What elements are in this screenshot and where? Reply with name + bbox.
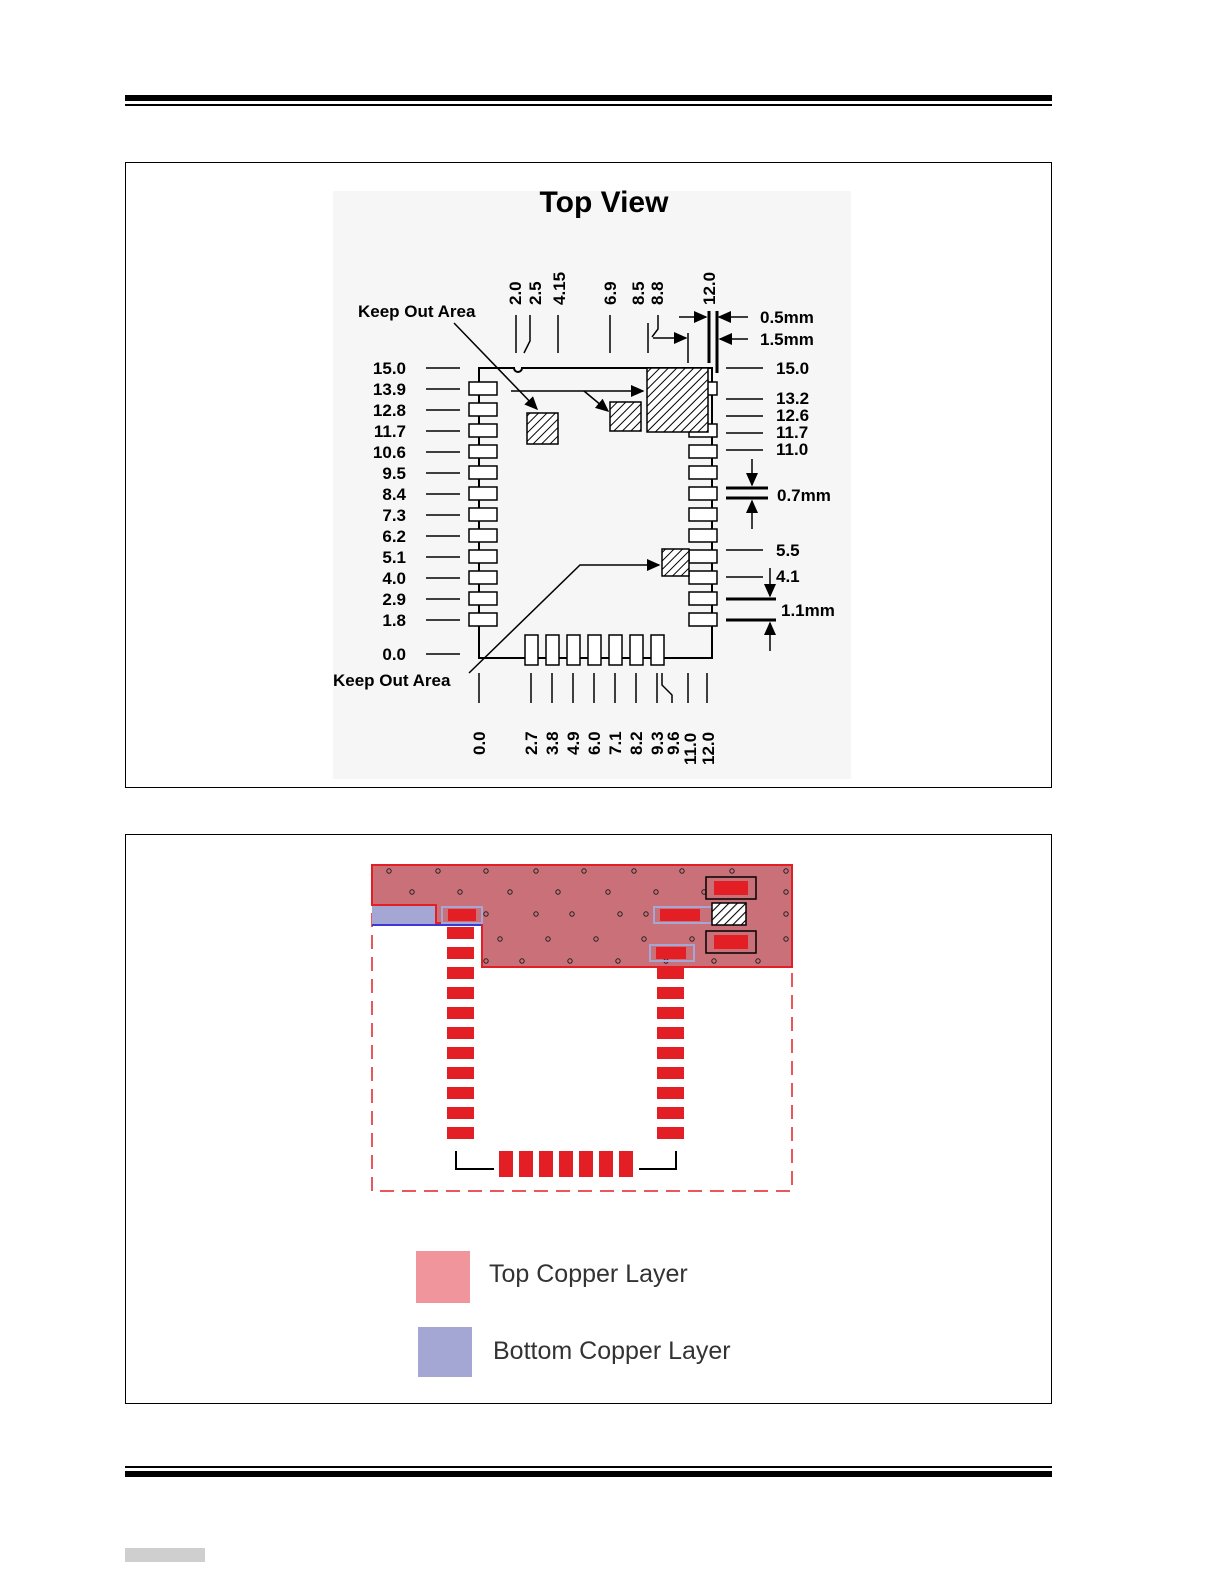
pad [469, 424, 497, 437]
dim-label: 4.0 [382, 569, 406, 588]
top-view-title: Top View [540, 186, 670, 219]
dim-label: 7.3 [382, 506, 406, 525]
dim-label: 0.0 [470, 731, 489, 755]
pad [469, 382, 497, 395]
footer-tab [125, 1548, 205, 1562]
callout-0-5mm: 0.5mm [760, 308, 814, 327]
header-rule-thin [125, 104, 1052, 106]
pad [469, 445, 497, 458]
pad [469, 529, 497, 542]
copper-layout-drawing: Top Copper Layer Bottom Copper Layer [126, 835, 1051, 1403]
dim-label: 5.5 [776, 541, 800, 560]
dim-label: 11.0 [776, 440, 808, 459]
pad [689, 529, 717, 542]
component-pad [714, 935, 748, 949]
component-pad [714, 881, 748, 895]
dim-label: 5.1 [382, 548, 406, 567]
header-rule-thick [125, 95, 1052, 101]
dim-label: 8.2 [627, 731, 646, 755]
dim-label: 8.4 [382, 485, 406, 504]
pad [546, 635, 559, 665]
dim-label: 4.15 [550, 272, 569, 305]
module-corner-bracket [639, 1151, 676, 1169]
dim-label: 2.7 [522, 731, 541, 755]
legend-label-bottom-copper: Bottom Copper Layer [493, 1337, 731, 1365]
pad [651, 635, 664, 665]
pad [609, 635, 622, 665]
dim-label: 15.0 [373, 359, 406, 378]
dim-label: 2.5 [526, 281, 545, 305]
top-view-figure: Top View [125, 162, 1052, 788]
pad [469, 550, 497, 563]
drawing-background [333, 191, 851, 779]
component-pad [448, 909, 476, 921]
legend-swatch-top-copper [416, 1251, 470, 1303]
footer-rule-thin [125, 1466, 1052, 1468]
top-view-drawing: Top View [126, 163, 1051, 787]
dim-label: 10.6 [373, 443, 406, 462]
pad [689, 487, 717, 500]
dim-label: 6.0 [585, 731, 604, 755]
component-pad [660, 909, 700, 921]
keep-out-area-lower [662, 549, 689, 576]
component-pad [656, 947, 686, 959]
footer-rule-thick [125, 1471, 1052, 1477]
dim-label: 8.8 [648, 281, 667, 305]
pad [567, 635, 580, 665]
left-pad-column [447, 927, 474, 1139]
dim-label: 2.0 [506, 281, 525, 305]
dim-label: 12.8 [373, 401, 406, 420]
dim-label: 8.5 [629, 281, 648, 305]
pad [469, 487, 497, 500]
pad [630, 635, 643, 665]
keep-out-label-bottom: Keep Out Area [333, 671, 451, 690]
pad [469, 571, 497, 584]
dim-label: 4.1 [776, 567, 800, 586]
pad [689, 571, 717, 584]
callout-0-7mm: 0.7mm [777, 486, 831, 505]
bottom-pad-row [525, 635, 664, 665]
legend-label-top-copper: Top Copper Layer [489, 1260, 688, 1288]
legend-swatch-bottom-copper [418, 1327, 472, 1377]
keep-out-area-small [610, 402, 641, 431]
dim-label: 9.5 [382, 464, 406, 483]
pad [689, 550, 717, 563]
module-corner-bracket [456, 1151, 494, 1169]
dim-label: 1.8 [382, 611, 406, 630]
callout-1-1mm: 1.1mm [781, 601, 835, 620]
dim-label: 6.2 [382, 527, 406, 546]
dim-label: 13.9 [373, 380, 406, 399]
keep-out-area-inner [527, 413, 558, 444]
dim-label: 2.9 [382, 590, 406, 609]
dim-label: 7.1 [606, 731, 625, 755]
pad [588, 635, 601, 665]
dim-label: 11.7 [374, 422, 406, 441]
keep-out-area [712, 903, 746, 925]
pad [689, 592, 717, 605]
pad [689, 508, 717, 521]
dim-label: 12.0 [700, 272, 719, 305]
callout-1-5mm: 1.5mm [760, 330, 814, 349]
dim-label: 12.0 [699, 732, 718, 765]
pad [689, 466, 717, 479]
pad [689, 613, 717, 626]
keep-out-label-top: Keep Out Area [358, 302, 476, 321]
copper-layer-figure: Top Copper Layer Bottom Copper Layer [125, 834, 1052, 1404]
pad [689, 445, 717, 458]
pad [469, 466, 497, 479]
dim-label: 15.0 [776, 359, 809, 378]
pad [469, 403, 497, 416]
pad [469, 508, 497, 521]
pad [525, 635, 538, 665]
keep-out-area-antenna [647, 368, 708, 432]
dim-label: 3.8 [543, 731, 562, 755]
pad [469, 613, 497, 626]
dim-label: 6.9 [601, 281, 620, 305]
bottom-pad-row [499, 1151, 633, 1177]
dim-label: 4.9 [564, 731, 583, 755]
dim-label: 0.0 [382, 645, 406, 664]
dim-label: 11.0 [681, 733, 700, 765]
right-pad-column [657, 967, 684, 1139]
pad [469, 592, 497, 605]
